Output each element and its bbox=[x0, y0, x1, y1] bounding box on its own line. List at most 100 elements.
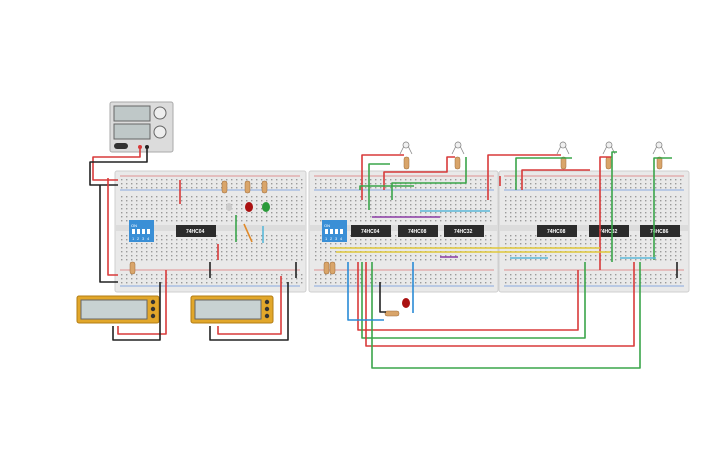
breadboard-hole bbox=[296, 187, 298, 189]
breadboard-hole bbox=[320, 239, 322, 241]
breadboard-hole bbox=[286, 183, 288, 185]
breadboard-hole bbox=[211, 196, 213, 198]
breadboard-hole bbox=[375, 183, 377, 185]
breadboard-hole bbox=[121, 282, 123, 284]
breadboard-hole bbox=[405, 282, 407, 284]
chip-middle-2[interactable]: 74HC08 bbox=[398, 225, 438, 237]
breadboard-hole bbox=[655, 259, 657, 261]
breadboard-hole bbox=[565, 220, 567, 222]
breadboard-hole bbox=[156, 196, 158, 198]
breadboard-hole bbox=[350, 255, 352, 257]
chip-left-1[interactable]: 74HC04 bbox=[176, 225, 216, 237]
breadboard-hole bbox=[460, 187, 462, 189]
breadboard-hole bbox=[211, 255, 213, 257]
breadboard-hole bbox=[410, 196, 412, 198]
breadboard-hole bbox=[680, 243, 682, 245]
breadboard-hole bbox=[505, 282, 507, 284]
multimeter-left-icon[interactable] bbox=[76, 295, 160, 324]
breadboard-hole bbox=[281, 183, 283, 185]
dip-switch-left-icon[interactable]: ON 1 2 3 4 bbox=[129, 220, 154, 242]
breadboard-hole bbox=[241, 212, 243, 214]
breadboard-hole bbox=[146, 183, 148, 185]
chip-label: 74HC04 bbox=[186, 229, 205, 235]
breadboard-hole bbox=[236, 278, 238, 280]
breadboard-hole bbox=[181, 204, 183, 206]
breadboard-hole bbox=[191, 212, 193, 214]
breadboard-hole bbox=[530, 187, 532, 189]
breadboard-hole bbox=[141, 243, 143, 245]
breadboard-hole bbox=[540, 183, 542, 185]
breadboard-hole bbox=[301, 239, 303, 241]
breadboard-hole bbox=[595, 243, 597, 245]
breadboard-hole bbox=[580, 239, 582, 241]
breadboard-hole bbox=[450, 274, 452, 276]
breadboard-hole bbox=[171, 200, 173, 202]
breadboard-hole bbox=[226, 220, 228, 222]
breadboard-hole bbox=[121, 278, 123, 280]
breadboard-hole bbox=[475, 278, 477, 280]
breadboard-hole bbox=[121, 255, 123, 257]
breadboard-hole bbox=[450, 196, 452, 198]
photoresistor-icon[interactable] bbox=[399, 141, 666, 155]
breadboard-hole bbox=[530, 239, 532, 241]
chip-right-1[interactable]: 74HC08 bbox=[537, 225, 577, 237]
breadboard-hole bbox=[221, 239, 223, 241]
breadboard-hole bbox=[450, 187, 452, 189]
breadboard-hole bbox=[400, 220, 402, 222]
dip-switch-middle-icon[interactable]: ON 1 2 3 4 bbox=[322, 220, 347, 242]
power-supply-icon[interactable] bbox=[109, 101, 174, 153]
breadboard-hole bbox=[625, 200, 627, 202]
chip-middle-1[interactable]: 74HC04 bbox=[351, 225, 391, 237]
breadboard-hole bbox=[301, 235, 303, 237]
breadboard-hole bbox=[480, 216, 482, 218]
breadboard-hole bbox=[475, 220, 477, 222]
breadboard-hole bbox=[505, 216, 507, 218]
breadboard-hole bbox=[161, 239, 163, 241]
breadboard-hole bbox=[350, 200, 352, 202]
breadboard-hole bbox=[675, 259, 677, 261]
chip-right-2[interactable]: 74HC32 bbox=[589, 225, 629, 237]
breadboard-hole bbox=[266, 196, 268, 198]
wires[interactable] bbox=[89, 147, 678, 369]
breadboard-hole bbox=[680, 200, 682, 202]
breadboard-hole bbox=[460, 196, 462, 198]
breadboard-hole bbox=[390, 196, 392, 198]
breadboard-hole bbox=[276, 183, 278, 185]
breadboard-hole bbox=[525, 259, 527, 261]
breadboard-hole bbox=[370, 243, 372, 245]
breadboard-hole bbox=[535, 259, 537, 261]
breadboard-hole bbox=[545, 204, 547, 206]
breadboard-hole bbox=[510, 196, 512, 198]
breadboard-hole bbox=[335, 274, 337, 276]
chip-middle-3[interactable]: 74HC32 bbox=[444, 225, 484, 237]
breadboard-hole bbox=[221, 278, 223, 280]
resistor-icon[interactable] bbox=[129, 156, 663, 317]
led-icon[interactable] bbox=[226, 202, 410, 308]
breadboard-hole bbox=[445, 204, 447, 206]
breadboard-hole bbox=[470, 282, 472, 284]
breadboard-hole bbox=[345, 216, 347, 218]
breadboard-hole bbox=[211, 208, 213, 210]
breadboard-hole bbox=[166, 200, 168, 202]
breadboard-hole bbox=[575, 204, 577, 206]
chip-right-3[interactable]: 74HC86 bbox=[640, 225, 680, 237]
breadboard-hole bbox=[525, 187, 527, 189]
breadboard-hole bbox=[590, 278, 592, 280]
breadboard-hole bbox=[660, 255, 662, 257]
breadboard-hole bbox=[565, 208, 567, 210]
breadboard-hole bbox=[146, 179, 148, 181]
breadboard-hole bbox=[380, 187, 382, 189]
breadboard-hole bbox=[186, 187, 188, 189]
breadboard-hole bbox=[410, 274, 412, 276]
breadboard-hole bbox=[186, 247, 188, 249]
breadboard-hole bbox=[485, 282, 487, 284]
breadboard-hole bbox=[620, 259, 622, 261]
breadboard-hole bbox=[330, 204, 332, 206]
breadboard-hole bbox=[191, 200, 193, 202]
breadboard-hole bbox=[360, 220, 362, 222]
breadboard-hole bbox=[555, 278, 557, 280]
breadboard-hole bbox=[385, 259, 387, 261]
breadboard-hole bbox=[131, 196, 133, 198]
multimeter-right-icon[interactable] bbox=[190, 295, 274, 324]
